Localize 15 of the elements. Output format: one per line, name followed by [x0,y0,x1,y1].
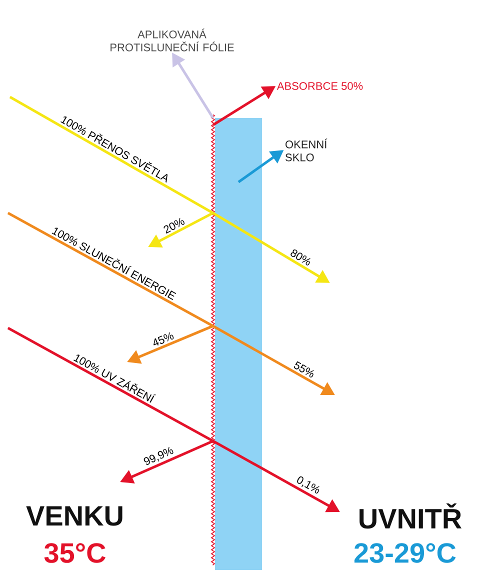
side-label: UVNITŘ [360,503,462,529]
edge-label: 45% [154,332,174,346]
side-label: VENKU [26,506,122,526]
window-film [210,114,216,566]
callout-label: ABSORBCE 50% [276,82,363,90]
edge-label: 20% [164,218,184,234]
edge-label: 80% [290,249,311,266]
window-glass [215,118,262,570]
edge-label: 0,1% [297,476,320,494]
edge-label: 99,9% [144,446,174,465]
side-label: 35°C [44,543,106,563]
edge-label: 55% [294,361,314,378]
callout-label: APLIKOVANÁ PROTISLUNEČNÍ FÓLIE [110,28,234,52]
side-label: 23-29°C [354,543,456,563]
callout-label: OKENNÍ SKLO [286,138,328,162]
